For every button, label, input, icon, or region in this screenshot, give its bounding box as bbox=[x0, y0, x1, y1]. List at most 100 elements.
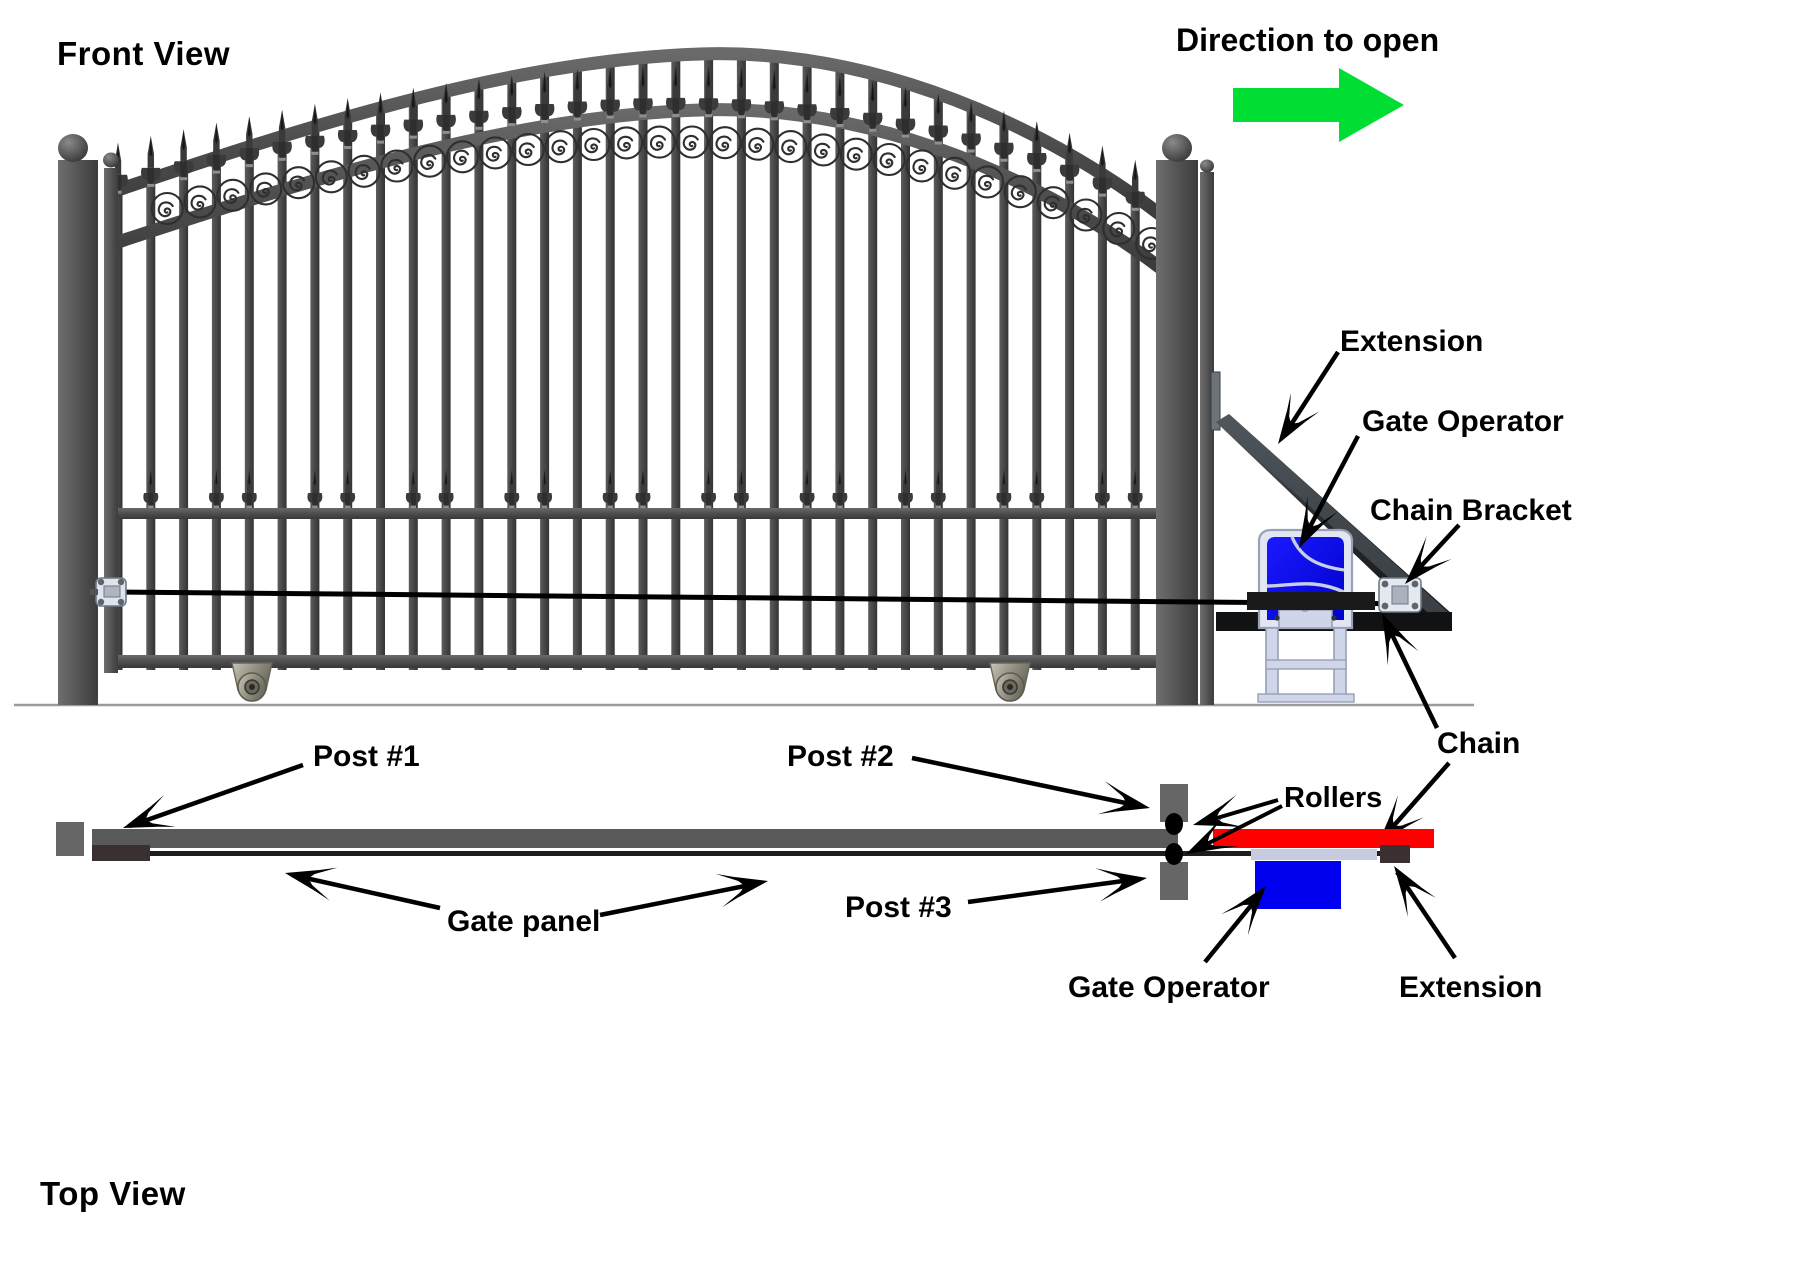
top-operator-plate bbox=[1251, 849, 1377, 860]
callout-chain: Chain bbox=[1437, 727, 1521, 760]
mid-picket-finial bbox=[733, 470, 749, 508]
leader-post-3 bbox=[967, 861, 1150, 905]
mid-picket-finial bbox=[1029, 470, 1045, 508]
gate-picket bbox=[146, 55, 156, 670]
mid-rail bbox=[110, 508, 1178, 519]
caster-wheel-left bbox=[231, 662, 273, 702]
callout-chain-bracket-front: Chain Bracket bbox=[1370, 494, 1572, 527]
mid-picket-finial bbox=[307, 470, 323, 508]
scroll-ornament bbox=[610, 126, 644, 160]
leader-chain-bracket-front bbox=[1392, 523, 1461, 596]
mid-picket-finial bbox=[438, 470, 454, 508]
gate-picket bbox=[408, 55, 418, 670]
picket-finial bbox=[830, 76, 850, 127]
gate-picket bbox=[1130, 55, 1140, 670]
scroll-ornament bbox=[872, 142, 906, 177]
mid-picket-finial bbox=[143, 470, 159, 508]
picket-finial bbox=[534, 72, 555, 123]
top-gate-panel-line bbox=[92, 851, 1402, 856]
picket-finial bbox=[173, 129, 194, 181]
chain-line-front bbox=[119, 589, 1421, 607]
callout-post-1: Post #1 bbox=[313, 740, 420, 773]
scroll-ornament bbox=[577, 127, 611, 162]
mid-picket-finial bbox=[208, 470, 224, 508]
picket-finial bbox=[797, 72, 817, 124]
gate-picket bbox=[769, 55, 779, 670]
leader-extension-top bbox=[1379, 856, 1457, 960]
gate-picket bbox=[1032, 55, 1042, 670]
front-post-3 bbox=[1200, 159, 1214, 705]
mid-picket-finial bbox=[602, 470, 618, 508]
leader-post-1 bbox=[117, 762, 304, 844]
picket-finial bbox=[567, 69, 588, 121]
top-left-bracket bbox=[92, 845, 150, 861]
gate-panel-front bbox=[104, 47, 1182, 673]
top-post-1 bbox=[56, 822, 84, 856]
mid-picket-finial bbox=[930, 470, 946, 508]
picket-finial bbox=[764, 69, 785, 121]
top-roller-lower bbox=[1165, 843, 1183, 865]
mid-picket-finial bbox=[340, 470, 356, 508]
picket-finial bbox=[731, 67, 752, 119]
gate-picket bbox=[704, 55, 714, 670]
mid-picket-finial bbox=[701, 470, 717, 508]
gate-picket bbox=[277, 55, 287, 670]
panel-left-frame bbox=[104, 168, 118, 673]
mid-picket-finial bbox=[405, 470, 421, 508]
direction-to-open-arrow bbox=[1233, 68, 1404, 142]
mid-picket-finial bbox=[1127, 470, 1143, 508]
front-post-2 bbox=[1156, 134, 1198, 705]
picket-finial bbox=[633, 66, 653, 118]
callout-rollers: Rollers bbox=[1284, 782, 1383, 814]
front-post-1 bbox=[58, 134, 98, 705]
picket-finial bbox=[698, 66, 719, 118]
front-panel-left-cap bbox=[103, 152, 119, 168]
gate-picket bbox=[736, 55, 746, 670]
top-gate-panel-rail bbox=[92, 829, 1178, 848]
mid-picket-finial bbox=[241, 470, 257, 508]
leader-extension-front bbox=[1263, 350, 1340, 454]
caster-wheel-right bbox=[989, 662, 1031, 702]
chain-bracket-left bbox=[90, 577, 127, 607]
scroll-ornament bbox=[774, 130, 808, 164]
top-gate-operator bbox=[1255, 861, 1341, 909]
leader-gate-operator-front bbox=[1283, 434, 1360, 556]
leader-rollers bbox=[1178, 794, 1283, 870]
scroll-ornament bbox=[642, 125, 676, 159]
leader-chain-front bbox=[1366, 605, 1440, 729]
gate-picket bbox=[671, 55, 681, 670]
leader-gate-panel bbox=[281, 856, 772, 918]
callout-extension-front: Extension bbox=[1340, 325, 1484, 358]
gate-picket bbox=[802, 55, 812, 670]
scroll-ornament bbox=[806, 133, 841, 167]
picket-finial bbox=[206, 122, 227, 174]
gate-picket bbox=[966, 55, 976, 670]
gate-picket bbox=[572, 55, 582, 670]
bottom-rail bbox=[110, 655, 1178, 668]
gate-picket bbox=[376, 55, 385, 670]
scroll-ornament bbox=[938, 156, 972, 190]
mid-picket-finial bbox=[537, 470, 553, 508]
top-post-3 bbox=[1160, 862, 1188, 900]
gate-picket bbox=[310, 55, 320, 670]
callout-post-3: Post #3 bbox=[845, 891, 952, 924]
gate-picket bbox=[933, 55, 943, 670]
gate-picket bbox=[638, 55, 648, 670]
gate-picket bbox=[540, 55, 550, 670]
front-view-title: Front View bbox=[57, 35, 231, 72]
gate-picket bbox=[835, 55, 845, 670]
scroll-ornament bbox=[675, 125, 709, 159]
scroll-ornament bbox=[905, 149, 939, 183]
top-extension-bracket bbox=[1380, 845, 1410, 863]
gate-picket bbox=[343, 55, 353, 670]
gate-operator-front bbox=[1247, 528, 1375, 703]
gate-picket bbox=[901, 55, 910, 670]
mid-picket-finial bbox=[898, 470, 913, 508]
mid-picket-finial bbox=[832, 470, 848, 508]
leader-gate-operator-top bbox=[1203, 875, 1280, 964]
picket-finial bbox=[141, 135, 161, 187]
mid-picket-finial bbox=[996, 470, 1012, 508]
scroll-ornament bbox=[544, 130, 578, 164]
mid-picket-finial bbox=[1094, 470, 1110, 508]
